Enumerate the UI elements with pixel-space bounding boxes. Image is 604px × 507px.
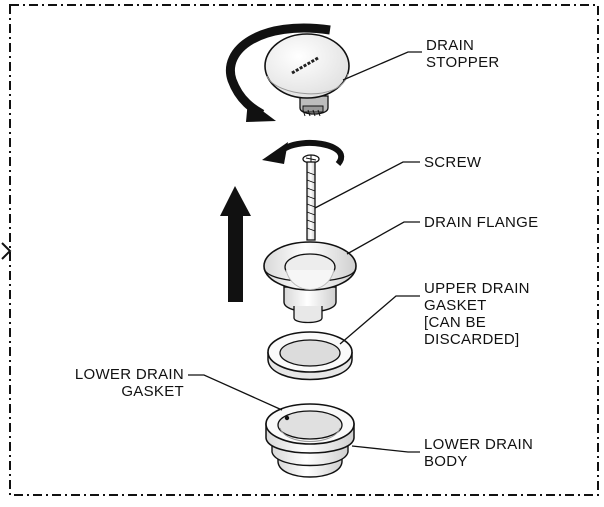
label-line: LOWER DRAIN [74,366,184,383]
lower-drain-body [265,403,355,478]
label-line: UPPER DRAIN [424,280,530,297]
up-arrow-icon [220,186,251,302]
label-upper-drain-gasket: UPPER DRAIN GASKET [CAN BE DISCARDED] [424,280,530,348]
gasket-notch [284,415,290,421]
screw-rotate-arrow-icon [262,139,344,166]
label-line: DRAIN FLANGE [424,214,539,231]
leader-lower-drain-body [351,445,420,453]
label-lower-drain-body: LOWER DRAIN BODY [424,436,533,470]
label-line: DISCARDED] [424,331,520,348]
label-drain-stopper: DRAIN STOPPER [426,37,500,71]
label-line: SCREW [424,154,482,171]
label-screw: SCREW [424,154,481,171]
label-line: STOPPER [426,54,500,71]
label-line: DRAIN [426,37,475,54]
drain-stopper [264,33,350,117]
edge-arrow-icon [1,242,12,260]
label-drain-flange: DRAIN FLANGE [424,214,538,231]
leader-lower-drain-gasket [188,374,283,411]
screw [302,154,320,241]
leader-upper-drain-gasket [339,295,420,345]
label-line: [CAN BE [424,314,487,331]
label-line: GASKET [121,383,184,400]
drain-flange [263,241,357,324]
leader-drain-flange [346,221,420,255]
label-line: GASKET [424,297,487,314]
dash-dot-border [9,4,599,496]
leader-lines [188,51,422,453]
leader-screw [314,161,420,209]
label-lower-drain-gasket: LOWER DRAIN GASKET [48,366,184,400]
upper-drain-gasket [267,331,353,381]
label-line: BODY [424,453,468,470]
rotate-arrow-icon [226,23,331,122]
leader-drain-stopper [342,51,422,81]
label-line: LOWER DRAIN [424,436,534,453]
